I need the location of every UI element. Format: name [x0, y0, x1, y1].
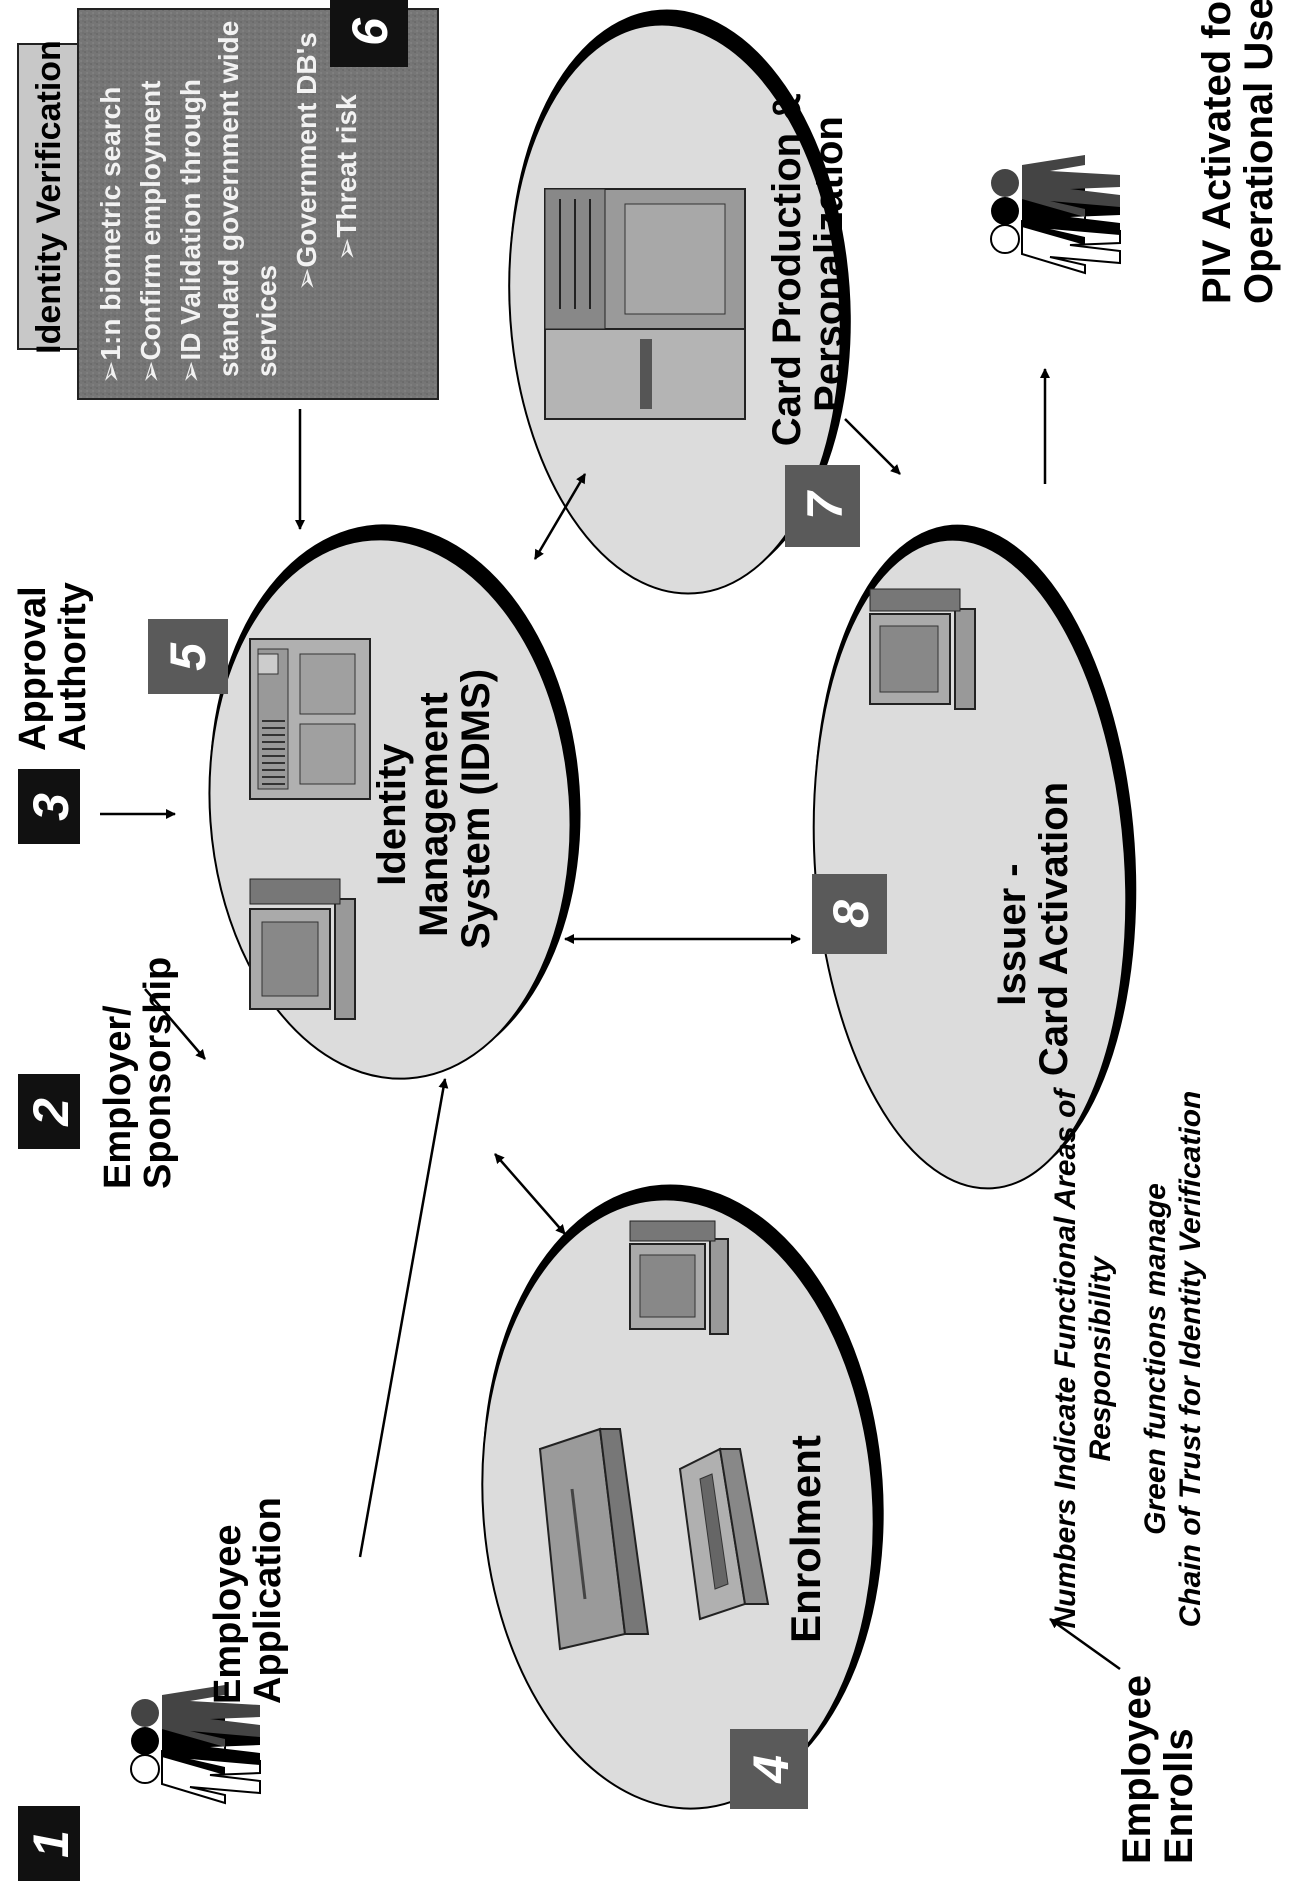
enrolment-label: Enrolment: [782, 1435, 829, 1643]
employee-group-icon: [130, 1685, 261, 1805]
idv-item-services: services: [251, 265, 282, 377]
idms-label: Identity Management System (IDMS): [370, 669, 498, 949]
idv-item-biometric: ➢1:n biometric search: [95, 87, 126, 384]
note-line-4: Chain of Trust for Identity Verification: [1174, 1091, 1207, 1628]
badge-3-number: 3: [23, 793, 79, 821]
arrow-sponsorship-to-idms: [144, 988, 206, 1060]
badge-7-number: 7: [797, 490, 853, 520]
identity-verification-list: ➢1:n biometric search ➢Confirm employmen…: [95, 21, 362, 384]
enrolment-computer-icon: [629, 1220, 729, 1335]
identity-verification-title: Identity Verification: [30, 40, 68, 354]
label-approval-authority: Approval Authority: [12, 576, 94, 751]
idv-item-id-validation: ➢ID Validation through: [175, 79, 206, 384]
badge-5: [148, 619, 228, 694]
notes: Numbers Indicate Functional Areas of Res…: [1049, 1087, 1207, 1629]
note-line-2: Responsibility: [1084, 1255, 1117, 1461]
badge-2-number: 2: [23, 1098, 79, 1127]
badge-3: 3: [18, 769, 80, 844]
badge-4: [730, 1729, 808, 1809]
card-production-label: Card Production & Personalization: [765, 82, 851, 446]
arrow-idms-enrolment: [494, 1153, 566, 1235]
badge-6-number: 6: [342, 17, 398, 46]
badge-5-number: 5: [160, 642, 216, 671]
note-line-1: Numbers Indicate Functional Areas of: [1049, 1087, 1082, 1629]
arrow-application-to-idms: [358, 1078, 449, 1558]
card-production-node: Card Production & Personalization 7: [508, 9, 860, 595]
note-line-3: Green functions manage: [1139, 1183, 1172, 1535]
badge-7: [785, 465, 860, 547]
idv-item-employment: ➢Confirm employment: [135, 81, 166, 385]
card-printer-icon: [544, 188, 746, 420]
idms-node: Identity Management System (IDMS) 5: [148, 524, 581, 1080]
label-employee-application: Employee Application: [207, 1497, 289, 1704]
badge-1-number: 1: [23, 1830, 79, 1858]
rotated-content: 1 Employee Application 2: [12, 0, 1281, 1881]
flow-arrows: [100, 368, 1121, 1671]
badge-2: 2: [18, 1074, 80, 1149]
idv-item-standard: standard government wide: [213, 21, 244, 377]
arrow-card-production-to-issuer: [844, 418, 901, 475]
computer-icon: [249, 878, 356, 1020]
server-rack-icon: [249, 638, 371, 800]
piv-activated-group-icon: [990, 155, 1121, 275]
label-employee-enrolls: Employee Enrolls: [1115, 1664, 1201, 1864]
badge-8: [812, 874, 887, 954]
badge-1: 1: [18, 1806, 80, 1881]
enrolment-node: Enrolment 4: [481, 1184, 884, 1810]
identity-verification-box: Identity Verification 6 ➢1:n biometric s…: [17, 0, 439, 400]
arrow-enrolls-to-enrolment: [1049, 1617, 1121, 1671]
idv-item-government-dbs: ➢Government DB's: [291, 32, 322, 291]
identity-verification-title-bg: [17, 43, 79, 350]
label-piv-activated: PIV Activated for Operational Use: [1195, 0, 1281, 304]
arrow-idms-card-production: [533, 473, 587, 560]
badge-8-number: 8: [823, 900, 879, 928]
idv-item-threat-risk: ➢Threat risk: [331, 94, 362, 261]
scanner-icon: [538, 1427, 650, 1651]
issuer-computer-icon: [869, 588, 976, 710]
badge-4-number: 4: [743, 1755, 799, 1784]
fingerprint-reader-icon: [678, 1447, 770, 1621]
label-employer-sponsorship: Employer/ Sponsorship: [97, 957, 179, 1189]
issuer-label: Issuer - Card Activation: [990, 782, 1076, 1076]
issuer-node: Issuer - Card Activation 8: [812, 524, 1137, 1190]
badge-6: [330, 0, 408, 67]
